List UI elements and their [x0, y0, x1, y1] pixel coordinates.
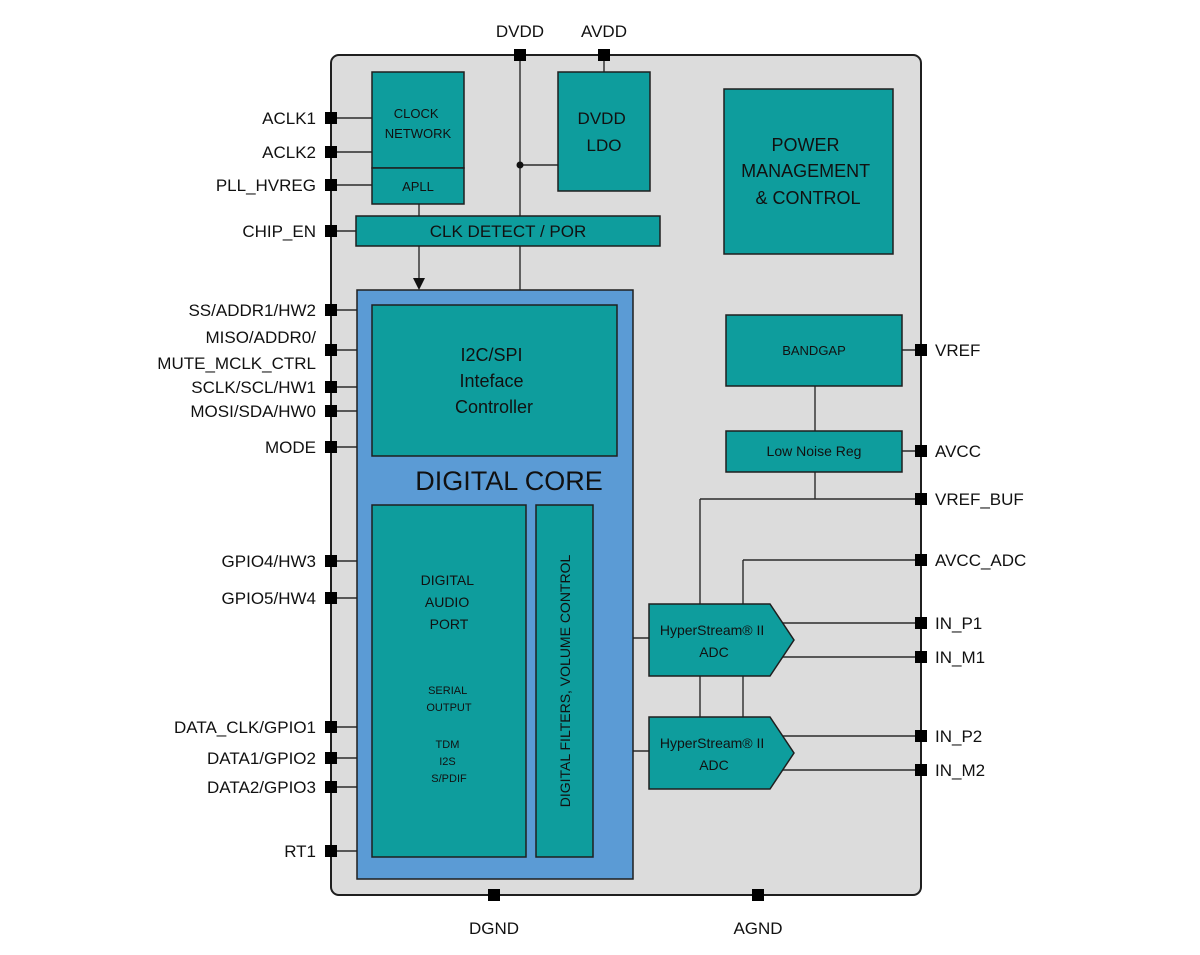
clock-network-label-1: CLOCK — [394, 106, 439, 121]
pin-label-in-p1: IN_P1 — [935, 614, 982, 633]
pin-label-vref: VREF — [935, 341, 980, 360]
svg-text:DVDD LDO: DVDD LDO — [578, 109, 631, 155]
adc-1-label-2: ADC — [699, 644, 729, 660]
junction-dot — [516, 161, 524, 169]
clock-network-label-2: NETWORK — [385, 126, 452, 141]
format-label-tdm: TDM — [436, 739, 460, 751]
digital-filters-block — [535, 504, 594, 858]
power-label-1: POWER — [771, 135, 839, 155]
svg-text:I2C/SPI Inteface Contr: I2C/SPI Inteface Controller — [455, 345, 533, 417]
svg-text:POWER MANAGEMENT & CON: POWER MANAGEMENT & CONTROL — [741, 135, 875, 208]
low-noise-reg-block — [725, 430, 903, 473]
apll-block — [371, 167, 465, 205]
pin-label-aclk2: ACLK2 — [262, 143, 316, 162]
svg-text:HyperStream® II ADC: HyperStream® II ADC — [660, 735, 768, 773]
digital-filters-label: DIGITAL FILTERS, VOLUME CONTROL — [557, 555, 573, 808]
pin-label-data2-gpio3: DATA2/GPIO3 — [207, 778, 316, 797]
apll-label: APLL — [402, 179, 434, 194]
pin-label-aclk1: ACLK1 — [262, 109, 316, 128]
pin-label-rt1: RT1 — [284, 842, 316, 861]
adc-2-block — [648, 716, 795, 790]
format-label-i2s: I2S — [439, 756, 456, 768]
pin-label-data-clk-gpio1: DATA_CLK/GPIO1 — [174, 718, 316, 737]
interface-label-2: Inteface — [459, 371, 523, 391]
interface-label-1: I2C/SPI — [460, 345, 522, 365]
dvdd-ldo-block — [557, 71, 651, 192]
svg-text:SERIAL OUTPUT: SERIAL OUTPUT — [426, 685, 472, 714]
digital-core-title: DIGITAL CORE — [415, 466, 603, 496]
pin-label-miso-addr0: MISO/ADDR0/ — [205, 328, 316, 347]
svg-text:TDM I2S S/PDIF: TDM I2S S/PDIF — [431, 739, 467, 785]
pin-label-mode: MODE — [265, 438, 316, 457]
pin-label-in-m2: IN_M2 — [935, 761, 985, 780]
serial-output-label-1: SERIAL — [428, 685, 467, 697]
svg-text:CLOCK NETWORK: CLOCK NETWORK — [385, 106, 452, 141]
low-noise-reg-label: Low Noise Reg — [767, 443, 862, 459]
power-management-block — [723, 88, 894, 255]
adc-1-label-1: HyperStream® II — [660, 622, 764, 638]
format-label-spdif: S/PDIF — [431, 773, 467, 785]
audio-port-label-2: AUDIO — [425, 594, 469, 610]
dvdd-ldo-label-1: DVDD — [578, 109, 626, 128]
audio-port-block — [371, 504, 527, 858]
audio-port-label-1: DIGITAL — [421, 572, 475, 588]
pin-label-avcc-adc: AVCC_ADC — [935, 551, 1026, 570]
pin-label-vref-buf: VREF_BUF — [935, 490, 1024, 509]
pin-label-gpio5-hw4: GPIO5/HW4 — [222, 589, 316, 608]
clk-detect-block — [355, 215, 661, 247]
pin-label-chip-en: CHIP_EN — [242, 222, 316, 241]
clk-detect-label: CLK DETECT / POR — [430, 222, 587, 241]
power-label-3: & CONTROL — [755, 188, 860, 208]
pin-label-in-m1: IN_M1 — [935, 648, 985, 667]
svg-text:DIGITAL AUDIO PORT: DIGITAL AUDIO PORT — [421, 572, 478, 632]
adc-2-label-1: HyperStream® II — [660, 735, 764, 751]
pin-label-avcc: AVCC — [935, 442, 981, 461]
interface-controller-block — [371, 304, 618, 457]
clock-network-block — [371, 71, 465, 169]
pin-label-gpio4-hw3: GPIO4/HW3 — [222, 552, 316, 571]
pin-label-ss-addr1-hw2: SS/ADDR1/HW2 — [188, 301, 316, 320]
pin-label-in-p2: IN_P2 — [935, 727, 982, 746]
power-label-2: MANAGEMENT — [741, 161, 870, 181]
pin-label-agnd: AGND — [733, 919, 782, 938]
pin-label-avdd: AVDD — [581, 22, 627, 41]
pin-label-dgnd: DGND — [469, 919, 519, 938]
arrow-icon — [413, 278, 425, 290]
pin-label-data1-gpio2: DATA1/GPIO2 — [207, 749, 316, 768]
pin-label-dvdd: DVDD — [496, 22, 544, 41]
dvdd-ldo-label-2: LDO — [587, 136, 622, 155]
serial-output-label-2: OUTPUT — [426, 702, 472, 714]
audio-port-label-3: PORT — [430, 616, 469, 632]
bandgap-block — [725, 314, 903, 387]
svg-text:HyperStream® II ADC: HyperStream® II ADC — [660, 622, 768, 660]
bandgap-label: BANDGAP — [782, 343, 846, 358]
pin-label-mosi-sda-hw0: MOSI/SDA/HW0 — [190, 402, 316, 421]
pin-label-sclk-scl-hw1: SCLK/SCL/HW1 — [191, 378, 316, 397]
pin-markers — [325, 49, 927, 901]
pin-label-pll-hvreg: PLL_HVREG — [216, 176, 316, 195]
interface-label-3: Controller — [455, 397, 533, 417]
pin-label-mute-mclk-ctrl: MUTE_MCLK_CTRL — [157, 354, 316, 373]
adc-1-block — [648, 603, 795, 677]
adc-2-label-2: ADC — [699, 757, 729, 773]
